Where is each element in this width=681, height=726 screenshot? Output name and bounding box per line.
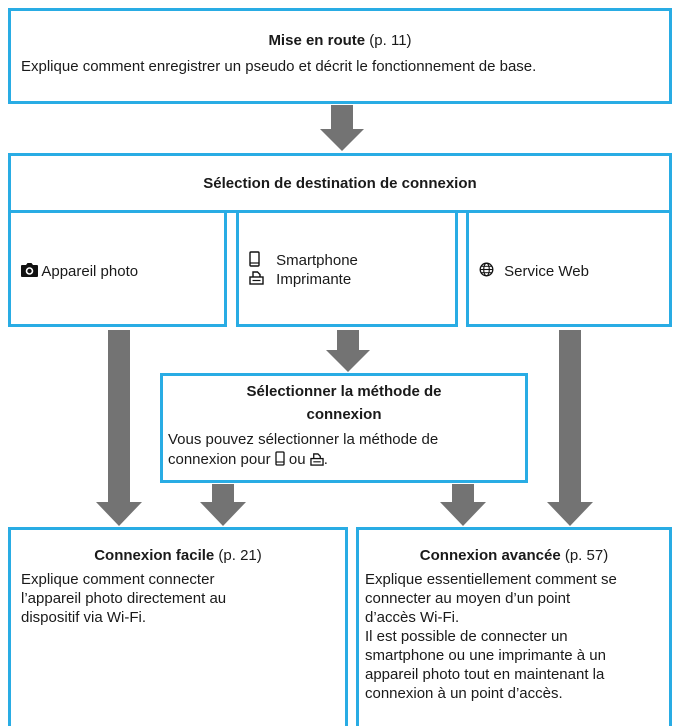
method-desc-line1: Vous pouvez sélectionner la méthode de (168, 431, 439, 448)
camera-icon (21, 262, 38, 282)
printer-icon (310, 452, 324, 471)
arrow-camera-to-easy (96, 330, 142, 526)
advanced-title: Connexion avancée (419, 547, 561, 564)
advanced-line-1: Explique essentiellement comment se (365, 571, 617, 588)
arrow-device-to-method (326, 330, 370, 372)
option-web-box: Service Web (466, 210, 672, 327)
advanced-title-line: Connexion avancée (p. 57) (359, 546, 669, 566)
option-camera-box: Appareil photo (8, 210, 227, 327)
method-box: Sélectionner la méthode de connexion Vou… (160, 373, 528, 483)
start-title: Mise en route (268, 32, 366, 49)
advanced-line-7: connexion à un point d’accès. (365, 685, 563, 702)
destination-box: Sélection de destination de connexion (8, 153, 672, 213)
arrow-web-to-advanced (547, 330, 593, 526)
advanced-line-6: appareil photo tout en maintenant la (365, 666, 605, 683)
advanced-box: Connexion avancée (p. 57) Explique essen… (356, 527, 672, 726)
easy-line-3: dispositif via Wi-Fi. (21, 609, 147, 626)
advanced-line-2: connecter au moyen d’un point (365, 590, 571, 607)
start-description: Explique comment enregistrer un pseudo e… (21, 58, 537, 75)
option-camera-label: Appareil photo (41, 263, 139, 280)
advanced-line-3: d’accès Wi-Fi. (365, 609, 460, 626)
option-printer-label: Imprimante (276, 271, 352, 288)
advanced-page-ref: (p. 57) (564, 547, 609, 564)
method-title-line1: Sélectionner la méthode de (246, 383, 442, 400)
printer-icon (249, 270, 264, 290)
smartphone-icon (275, 451, 285, 471)
option-smartphone: Smartphone (249, 251, 358, 272)
method-desc-prefix: connexion pour (168, 451, 271, 468)
arrow-method-to-advanced (440, 484, 486, 526)
easy-title: Connexion facile (94, 547, 215, 564)
method-desc-suffix: . (323, 451, 328, 468)
method-desc-line2: connexion pour ou . (168, 450, 328, 471)
method-desc-or: ou (288, 451, 306, 468)
easy-line-1: Explique comment connecter (21, 571, 215, 588)
globe-icon (479, 262, 494, 282)
option-smartphone-label: Smartphone (276, 252, 358, 270)
advanced-line-5: smartphone ou une imprimante à un (365, 647, 606, 664)
start-page-ref: (p. 11) (369, 32, 412, 49)
arrow-start-to-destination (320, 105, 364, 151)
option-device-box: Smartphone Imprimante (236, 210, 458, 327)
start-box: Mise en route (p. 11) Explique comment e… (8, 8, 672, 104)
start-title-line: Mise en route (p. 11) (11, 31, 669, 51)
easy-line-2: l’appareil photo directement au (21, 590, 227, 607)
easy-page-ref: (p. 21) (218, 547, 262, 564)
option-web-label: Service Web (504, 263, 589, 280)
destination-title: Sélection de destination de connexion (203, 175, 477, 192)
option-camera: Appareil photo (21, 262, 138, 282)
easy-box: Connexion facile (p. 21) Explique commen… (8, 527, 348, 726)
advanced-line-4: Il est possible de connecter un (365, 628, 568, 645)
easy-title-line: Connexion facile (p. 21) (11, 546, 345, 566)
option-printer: Imprimante (249, 270, 351, 290)
option-web: Service Web (479, 262, 589, 282)
smartphone-icon (249, 251, 260, 272)
arrow-method-to-easy (200, 484, 246, 526)
method-title-line2: connexion (306, 406, 382, 423)
